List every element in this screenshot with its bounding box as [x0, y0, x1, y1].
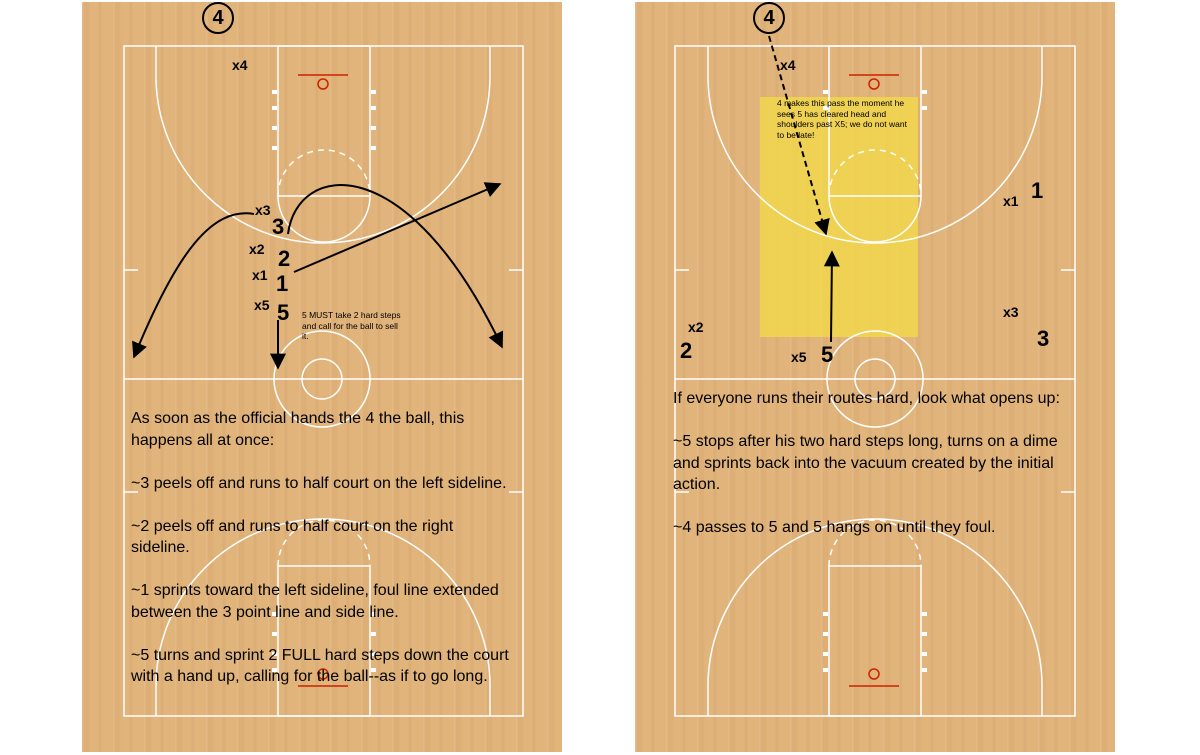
defender-x1: x1 — [1003, 193, 1019, 209]
defender-x2: x2 — [688, 319, 704, 335]
free-throw-circle-bottom-upper — [828, 519, 922, 567]
free-throw-circle-top-upper — [277, 149, 371, 197]
instructions-text: If everyone runs their routes hard, look… — [673, 388, 1073, 560]
defender-x3: x3 — [255, 202, 271, 218]
free-throw-circle-top-lower — [277, 195, 371, 243]
instructions-text: As soon as the official hands the 4 the … — [131, 408, 516, 709]
free-throw-circle-bottom-upper — [277, 519, 371, 567]
instruction-1: If everyone runs their routes hard, look… — [673, 390, 1060, 407]
instruction-2: ~5 stops after his two hard steps long, … — [673, 433, 1058, 493]
rim-bottom — [868, 668, 880, 680]
defender-x1: x1 — [252, 267, 268, 283]
player-5: 5 — [821, 342, 834, 367]
route-player-2 — [287, 184, 504, 349]
rim-top — [868, 78, 880, 90]
three-point-arc-top — [707, 46, 1043, 244]
free-throw-circle-top-lower — [828, 195, 922, 243]
defender-x2: x2 — [249, 241, 265, 257]
court-markings-right — [674, 35, 1076, 717]
player-3: 3 — [1037, 326, 1050, 351]
lane-top — [277, 45, 371, 197]
rim-top — [317, 78, 329, 90]
instruction-3: ~4 passes to 5 and 5 hangs on until they… — [673, 519, 996, 536]
callout-note: 4 makes this pass the moment he sees 5 h… — [777, 98, 907, 140]
lane-bottom — [828, 565, 922, 717]
defender-x4: x4 — [232, 57, 248, 73]
pass-4-to-5 — [768, 35, 830, 236]
instruction-1: As soon as the official hands the 4 the … — [131, 410, 465, 449]
instruction-2: ~3 peels off and runs to half court on t… — [131, 474, 507, 492]
free-throw-circle-top-upper — [828, 149, 922, 197]
defender-x3: x3 — [1003, 304, 1019, 320]
rim-bottom — [317, 668, 329, 680]
player-2: 2 — [680, 338, 693, 363]
court-markings-left — [123, 45, 524, 717]
defender-x4: x4 — [780, 57, 796, 73]
callout-note: 5 MUST take 2 hard steps and call for th… — [302, 310, 401, 341]
player-1: 1 — [1031, 178, 1044, 203]
three-point-arc-top — [155, 46, 491, 244]
instruction-5: ~5 turns and sprint 2 FULL hard steps do… — [131, 646, 509, 686]
three-point-arc-bottom — [707, 518, 1043, 716]
court-diagram-left: 4 x4 x3 3 x2 2 x1 1 x5 5 5 MUST take 2 h… — [82, 2, 562, 752]
player-2: 2 — [278, 246, 291, 271]
defender-x5: x5 — [791, 349, 807, 365]
lane-top — [828, 45, 922, 197]
lane-bottom — [277, 565, 371, 717]
player-1: 1 — [276, 271, 289, 296]
route-player-3 — [132, 212, 255, 359]
route-player-1 — [293, 182, 502, 273]
center-circle-inner — [854, 358, 896, 400]
center-circle-outer — [273, 330, 371, 428]
inbounder-marker: 4 — [753, 2, 785, 34]
center-circle-inner — [301, 358, 343, 400]
route-player-5 — [823, 250, 840, 343]
player-5: 5 — [277, 300, 290, 325]
court-diagram-right: 4 x4 4 makes this pass the moment he see… — [635, 2, 1115, 752]
player-3: 3 — [272, 214, 285, 239]
three-point-arc-bottom — [155, 518, 491, 716]
defender-x5: x5 — [254, 297, 270, 313]
center-circle-outer — [826, 330, 924, 428]
instruction-3: ~2 peels off and runs to half court on t… — [131, 517, 454, 557]
inbounder-marker: 4 — [202, 2, 234, 34]
instruction-4: ~1 sprints toward the left sideline, fou… — [131, 582, 499, 621]
